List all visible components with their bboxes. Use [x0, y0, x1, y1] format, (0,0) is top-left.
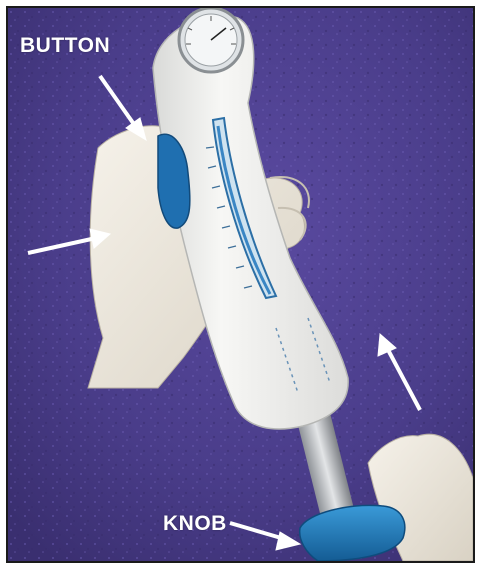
knob-callout-label: KNOB [163, 512, 227, 536]
button-callout-label: BUTTON [20, 34, 110, 58]
device-illustration [8, 8, 473, 561]
illustration-frame: BUTTON KNOB [6, 6, 475, 563]
